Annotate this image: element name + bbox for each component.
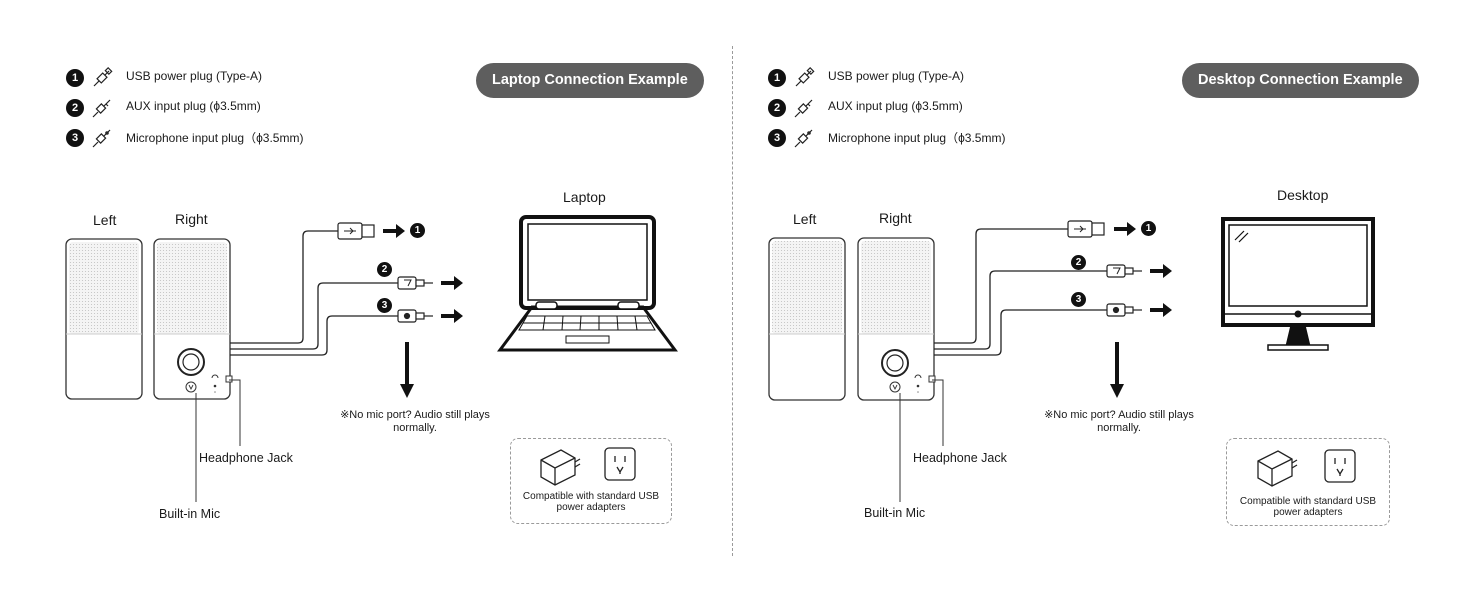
mic-plug-icon xyxy=(794,129,813,148)
arrows xyxy=(383,224,463,398)
laptop-connection-panel: 1 USB power plug (Type-A) 2 AUX input pl… xyxy=(65,63,704,524)
no-mic-port-note: ※No mic port? Audio still plays normally… xyxy=(1034,409,1204,435)
built-in-mic-label: Built-in Mic xyxy=(864,506,926,520)
usb-plug-icon xyxy=(1067,220,1105,238)
usb-adapter-icon xyxy=(540,449,581,486)
adapter-text-line: power adapters xyxy=(1273,507,1343,518)
arrow-down-icon xyxy=(1110,342,1124,398)
adapter-compatibility-box: Compatible with standard USB power adapt… xyxy=(510,438,672,524)
usb-plug-icon xyxy=(337,222,375,240)
desktop-wiring-diagram xyxy=(768,217,1375,502)
arrow-right-icon xyxy=(383,224,405,238)
speaker-cables xyxy=(230,230,398,356)
callout-number: 1 xyxy=(410,223,425,238)
desktop-label: Desktop xyxy=(1277,187,1329,203)
laptop-wiring-diagram xyxy=(65,215,678,502)
left-speaker xyxy=(768,237,846,401)
usb-plug-icon xyxy=(93,66,113,87)
number-badge: 1 xyxy=(768,69,786,87)
mic-plug-icon xyxy=(92,129,111,148)
wall-outlet-icon xyxy=(1324,449,1356,483)
adapter-text-line: power adapters xyxy=(556,502,626,513)
mic-plug-icon xyxy=(397,309,433,323)
right-speaker xyxy=(857,237,935,401)
desktop-connection-panel: 1 USB power plug (Type-A) 2 AUX input pl… xyxy=(732,0,1464,600)
left-speaker-label: Left xyxy=(793,211,817,227)
number-badge: 3 xyxy=(66,129,84,147)
callout-number: 3 xyxy=(377,298,392,313)
legend-text: Microphone input plug（ϕ3.5mm) xyxy=(828,131,1006,145)
adapter-text-line: Compatible with standard USB xyxy=(1239,496,1377,507)
callout-number: 2 xyxy=(1071,255,1086,270)
adapter-text-line: Compatible with standard USB xyxy=(522,491,660,502)
laptop-icon xyxy=(497,215,678,352)
aux-plug-icon xyxy=(1106,264,1142,278)
usb-plug-icon xyxy=(795,66,815,87)
note-line: normally. xyxy=(1097,422,1141,434)
number-badge: 2 xyxy=(768,99,786,117)
headphone-jack-icon xyxy=(914,374,936,393)
headphone-jack-icon xyxy=(211,374,233,393)
mic-plug-icon xyxy=(1106,303,1142,317)
wall-outlet-icon xyxy=(604,447,636,481)
usb-adapter-icon xyxy=(1257,450,1298,487)
mic-port-icon xyxy=(185,381,197,393)
number-badge: 1 xyxy=(66,69,84,87)
no-mic-port-note: ※No mic port? Audio still plays normally… xyxy=(330,409,500,435)
laptop-label: Laptop xyxy=(563,189,606,205)
callout-number: 3 xyxy=(1071,292,1086,307)
callout-number: 2 xyxy=(377,262,392,277)
adapter-compatibility-box: Compatible with standard USB power adapt… xyxy=(1226,438,1390,526)
headphone-jack-label: Headphone Jack xyxy=(199,451,293,465)
right-speaker-label: Right xyxy=(175,211,208,227)
arrow-right-icon xyxy=(1150,264,1172,278)
volume-knob xyxy=(881,349,909,377)
legend-text: AUX input plug (ϕ3.5mm) xyxy=(828,99,963,113)
callout-lines xyxy=(899,379,944,502)
right-speaker xyxy=(153,238,231,400)
laptop-example-title: Laptop Connection Example xyxy=(476,63,704,98)
right-speaker-label: Right xyxy=(879,210,912,226)
desktop-monitor-icon xyxy=(1221,217,1375,351)
callout-lines xyxy=(195,379,241,502)
legend-text: USB power plug (Type-A) xyxy=(126,69,263,83)
desktop-example-title: Desktop Connection Example xyxy=(1182,63,1419,98)
left-speaker xyxy=(65,238,143,400)
left-speaker-label: Left xyxy=(93,212,117,228)
callout-number: 1 xyxy=(1141,221,1156,236)
arrows xyxy=(1110,222,1172,398)
note-line: ※No mic port? Audio still plays xyxy=(1044,409,1194,421)
arrow-right-icon xyxy=(441,276,463,290)
headphone-jack-label: Headphone Jack xyxy=(913,451,1007,465)
legend-text: AUX input plug (ϕ3.5mm) xyxy=(126,99,261,113)
panel-divider xyxy=(732,46,733,556)
legend-text: Microphone input plug（ϕ3.5mm) xyxy=(126,131,304,145)
aux-plug-icon xyxy=(794,99,813,118)
aux-plug-icon xyxy=(92,99,111,118)
arrow-right-icon xyxy=(1114,222,1136,236)
mic-port-icon xyxy=(889,381,901,393)
note-line: ※No mic port? Audio still plays xyxy=(340,409,490,421)
aux-plug-icon xyxy=(397,276,433,290)
arrow-right-icon xyxy=(441,309,463,323)
number-badge: 2 xyxy=(66,99,84,117)
arrow-right-icon xyxy=(1150,303,1172,317)
note-line: normally. xyxy=(393,422,437,434)
number-badge: 3 xyxy=(768,129,786,147)
built-in-mic-label: Built-in Mic xyxy=(159,507,221,521)
volume-knob xyxy=(177,348,205,376)
speaker-cables xyxy=(934,228,1107,356)
legend-text: USB power plug (Type-A) xyxy=(828,69,965,83)
arrow-down-icon xyxy=(400,342,414,398)
